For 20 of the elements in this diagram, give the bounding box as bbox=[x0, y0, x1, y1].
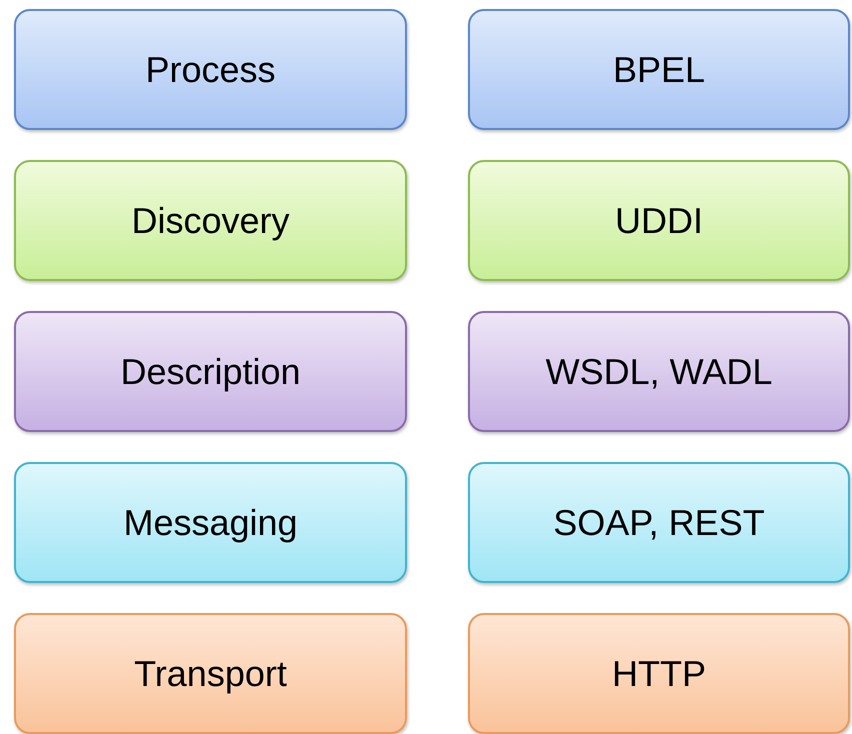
box-label: UDDI bbox=[615, 200, 703, 242]
box-label: Transport bbox=[134, 652, 287, 694]
box-label: Process bbox=[145, 48, 276, 90]
layer-box bbox=[468, 311, 850, 432]
box-label: WSDL, WADL bbox=[546, 350, 772, 392]
layer-box bbox=[468, 160, 850, 281]
layer-box bbox=[468, 462, 850, 583]
layer-box bbox=[14, 311, 407, 432]
box-label: SOAP, REST bbox=[553, 502, 765, 544]
box-label: BPEL bbox=[612, 48, 706, 90]
layer-box bbox=[14, 613, 407, 734]
layer-box bbox=[14, 462, 407, 583]
box-label: Description bbox=[120, 350, 301, 392]
box-label: HTTP bbox=[612, 652, 706, 694]
box-label: Discovery bbox=[131, 200, 290, 242]
layer-box bbox=[14, 160, 407, 281]
layer-box bbox=[468, 613, 850, 734]
layer-box bbox=[14, 9, 407, 130]
layer-box bbox=[468, 9, 850, 130]
box-label: Messaging bbox=[123, 502, 298, 544]
